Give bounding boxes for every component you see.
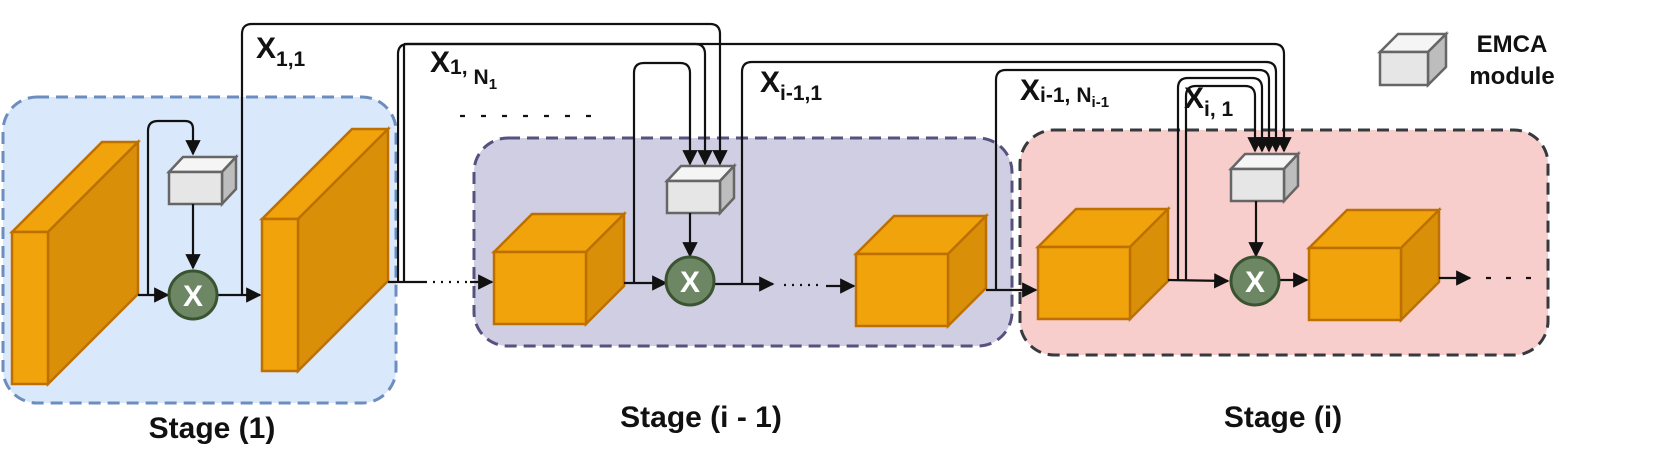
skip-connection — [994, 68, 1277, 290]
feature-block — [1305, 206, 1443, 324]
skip-connection — [1176, 76, 1270, 280]
multiply-node: X — [1229, 255, 1281, 307]
skip-connection — [740, 60, 1284, 284]
connector — [146, 119, 201, 295]
multiply-symbol: X — [183, 280, 203, 313]
legend-line-1: EMCA — [1477, 31, 1548, 58]
feature-block — [1034, 205, 1172, 323]
connector — [632, 61, 698, 283]
feature-block — [490, 210, 628, 328]
skip-label-xi1ni1: Xi-1,Ni-1 — [1020, 74, 1109, 111]
skip-label-xi11: Xi-1,1 — [760, 66, 822, 105]
multiply-symbol: X — [1245, 266, 1265, 299]
multiply-node: X — [167, 269, 219, 321]
skip-label-x11: X1,1 — [256, 32, 306, 71]
feature-block — [8, 138, 142, 388]
skip-connection — [1184, 84, 1263, 280]
feature-block — [852, 212, 990, 330]
multiply-symbol: X — [680, 266, 700, 299]
legend: EMCA module — [1376, 30, 1555, 90]
emca-module-icon — [664, 162, 737, 217]
legend-line-2: module — [1469, 63, 1554, 90]
connector — [1167, 273, 1230, 289]
feature-block — [258, 125, 392, 375]
stage-i-1-label: Stage (i - 1) — [620, 401, 782, 434]
emca-legend-cube-icon — [1376, 30, 1450, 89]
skip-connection — [402, 42, 705, 282]
emca-module-icon — [166, 153, 239, 208]
multiply-node: X — [664, 255, 716, 307]
stage-1-label: Stage (1) — [149, 412, 276, 445]
emca-module-icon — [1228, 150, 1301, 205]
skip-connection — [396, 42, 1292, 282]
skip-label-x1n1: X1,N1 — [430, 46, 497, 93]
skip-connection — [240, 22, 728, 295]
stage-i-label: Stage (i) — [1224, 401, 1342, 434]
skip-label-xi1: Xi, 1 — [1184, 82, 1234, 121]
